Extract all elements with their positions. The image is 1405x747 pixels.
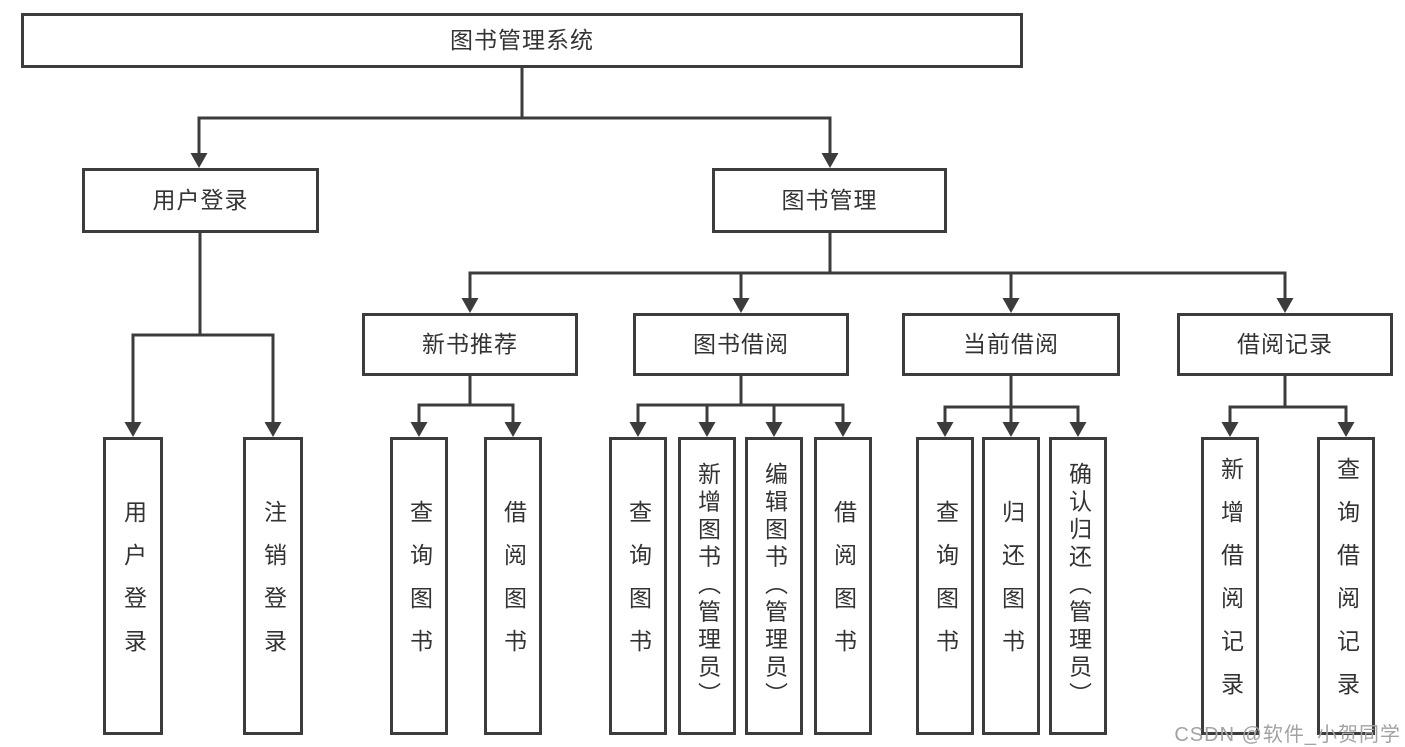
- node-label: 借阅图书: [500, 500, 527, 672]
- connector-user-login-arrowheads: [124, 422, 282, 437]
- node-label: 编辑图书（管理员）: [761, 462, 788, 710]
- node-label: 新增图书（管理员）: [694, 462, 721, 710]
- node-label: 查询图书: [932, 500, 959, 672]
- node-label: 查询图书: [406, 500, 433, 672]
- node-label: 图书管理: [781, 186, 878, 213]
- node-borrowing-records: 借阅记录: [1177, 313, 1393, 376]
- leaf-query-borrowing-record: 查询借阅记录: [1317, 437, 1375, 735]
- node-label: 新增借阅记录: [1217, 457, 1244, 715]
- node-label: 图书借阅: [693, 330, 789, 357]
- leaf-user-login: 用户登录: [103, 437, 163, 735]
- connector-book-management-lines: [468, 233, 1287, 298]
- leaf-add-book-admin: 新增图书（管理员）: [678, 437, 736, 735]
- node-label: 借阅记录: [1237, 330, 1333, 357]
- leaf-logout: 注销登录: [243, 437, 303, 735]
- connector-book-borrowing-arrowheads: [629, 422, 852, 437]
- leaf-confirm-return-admin: 确认归还（管理员）: [1049, 437, 1107, 735]
- leaf-borrow-books-recommendation: 借阅图书: [484, 437, 542, 735]
- node-book-borrowing: 图书借阅: [633, 313, 849, 376]
- node-label: 查询图书: [625, 500, 652, 672]
- node-library-management-system: 图书管理系统: [21, 13, 1023, 68]
- connector-book-management-arrowheads: [461, 298, 1294, 313]
- connector-current-borrowing-lines: [943, 376, 1080, 422]
- connector-new-book-lines: [417, 376, 515, 422]
- connector-current-borrowing-arrowheads: [936, 422, 1087, 437]
- leaf-query-books-recommendation: 查询图书: [390, 437, 448, 735]
- node-current-borrowing: 当前借阅: [902, 313, 1120, 376]
- leaf-borrow-books: 借阅图书: [814, 437, 872, 735]
- node-book-management: 图书管理: [712, 168, 947, 233]
- leaf-edit-book-admin: 编辑图书（管理员）: [745, 437, 803, 735]
- connector-root-lines: [197, 68, 832, 153]
- node-label: 用户登录: [120, 500, 147, 672]
- node-label: 确认归还（管理员）: [1065, 462, 1092, 710]
- node-user-login: 用户登录: [82, 168, 319, 233]
- leaf-add-borrowing-record: 新增借阅记录: [1201, 437, 1259, 735]
- node-label: 新书推荐: [422, 330, 518, 357]
- node-label: 图书管理系统: [450, 26, 594, 53]
- connector-borrowing-records-lines: [1228, 376, 1348, 422]
- node-label: 用户登录: [152, 186, 249, 213]
- node-label: 当前借阅: [963, 330, 1059, 357]
- leaf-query-books-current: 查询图书: [916, 437, 974, 735]
- connector-root-arrowheads: [190, 153, 839, 168]
- connector-book-borrowing-lines: [636, 376, 845, 422]
- leaf-query-books-borrowing: 查询图书: [609, 437, 667, 735]
- node-label: 注销登录: [260, 500, 287, 672]
- node-label: 归还图书: [998, 500, 1025, 672]
- connector-borrowing-records-arrowheads: [1221, 422, 1355, 437]
- node-new-book-recommendation: 新书推荐: [362, 313, 578, 376]
- leaf-return-books: 归还图书: [982, 437, 1040, 735]
- node-label: 借阅图书: [830, 500, 857, 672]
- connector-new-book-arrowheads: [410, 422, 522, 437]
- connector-user-login-lines: [131, 233, 275, 422]
- node-label: 查询借阅记录: [1333, 457, 1360, 715]
- watermark-text: CSDN @软件_小贺同学: [1174, 724, 1401, 746]
